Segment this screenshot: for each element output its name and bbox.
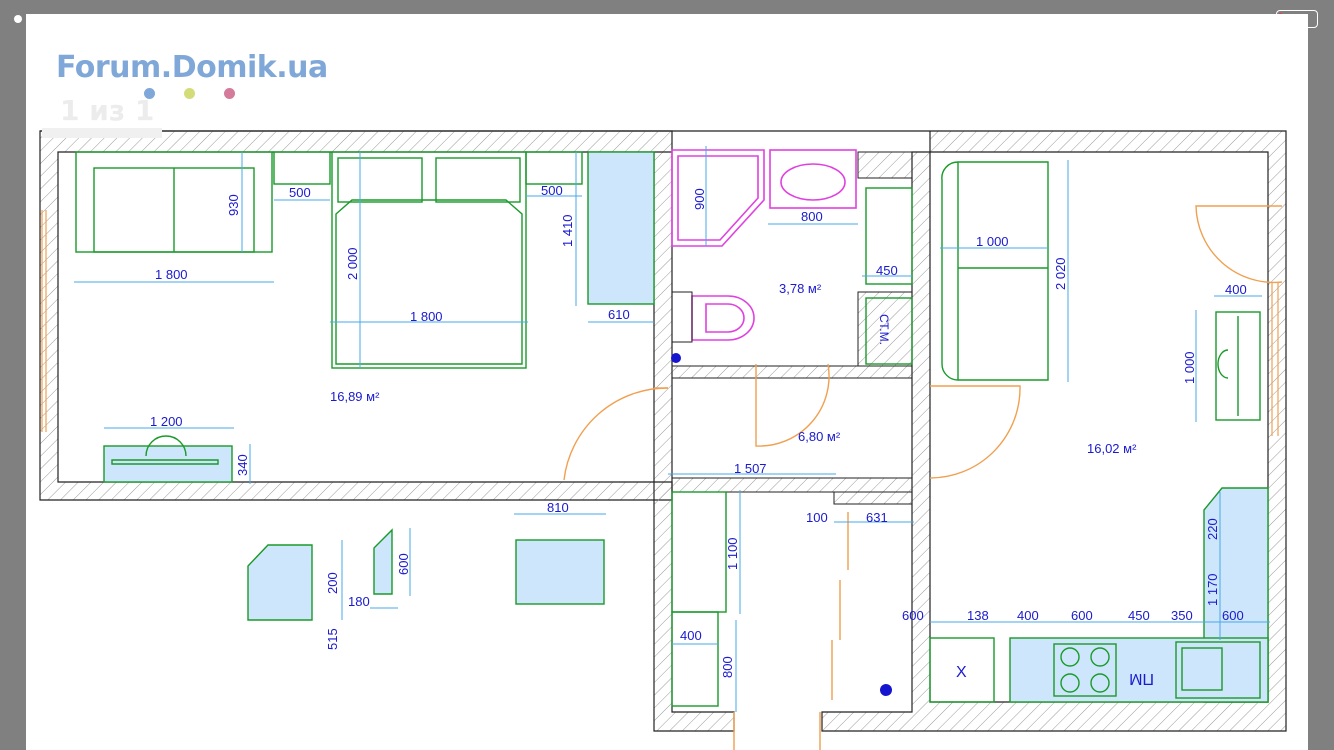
- dim-k400: 400: [1017, 608, 1039, 623]
- dim-100: 100: [806, 510, 828, 525]
- dim-200: 200: [325, 572, 340, 594]
- cooktop: [1053, 643, 1117, 697]
- riser-icon: [671, 353, 681, 363]
- room-area-living: 16,89 м²: [330, 389, 380, 404]
- dim-2020: 2 020: [1053, 257, 1068, 290]
- dim-800-basin: 800: [801, 209, 823, 224]
- status-dot-icon: [14, 15, 22, 23]
- wardrobe-small: [865, 297, 913, 365]
- dim-1507: 1 507: [734, 461, 767, 476]
- dim-600-small: 600: [396, 553, 411, 575]
- dim-1800-bed: 1 800: [410, 309, 443, 324]
- dim-900: 900: [692, 188, 707, 210]
- dim-400-hall: 400: [680, 628, 702, 643]
- kitchen-table: [1215, 311, 1261, 421]
- hall-cabinet: [671, 491, 727, 613]
- dim-631: 631: [866, 510, 888, 525]
- room-labels: 16,89 м² 3,78 м² 6,80 м² 16,02 м² СТ.М. …: [330, 281, 1154, 687]
- dim-2000: 2 000: [345, 247, 360, 280]
- dim-180: 180: [348, 594, 370, 609]
- dim-500-left: 500: [289, 185, 311, 200]
- washbasin: [769, 149, 857, 209]
- dim-450: 450: [876, 263, 898, 278]
- dim-400-table: 400: [1225, 282, 1247, 297]
- dim-500-right: 500: [541, 183, 563, 198]
- double-bed: [331, 151, 527, 369]
- shelf-left: [273, 151, 331, 185]
- windows: [41, 210, 1279, 436]
- shower-tray: [671, 149, 765, 247]
- dim-810: 810: [547, 500, 569, 515]
- dim-k600-a: 600: [902, 608, 924, 623]
- plumbing: [671, 149, 857, 341]
- pager-bar: [42, 128, 162, 138]
- riser-icon-2: [880, 684, 892, 696]
- dim-610: 610: [608, 307, 630, 322]
- dim-k600-b: 600: [1071, 608, 1093, 623]
- sink: [1175, 641, 1261, 699]
- dimension-labels: 930 500 1 800 2 000 1 800 500 1 410 610 …: [150, 183, 1247, 678]
- dim-1000-sofa: 1 000: [976, 234, 1009, 249]
- dim-1170: 1 170: [1205, 573, 1220, 606]
- walls: [39, 130, 1287, 732]
- dim-800-hall: 800: [720, 656, 735, 678]
- dimension-lines: [74, 146, 1270, 712]
- dim-1000-table: 1 000: [1182, 351, 1197, 384]
- room-area-bathroom: 3,78 м²: [779, 281, 822, 296]
- wardrobe-label: СТ.М.: [877, 314, 891, 345]
- fridge-label: Х: [956, 664, 967, 681]
- dim-930: 930: [226, 194, 241, 216]
- dim-1100: 1 100: [725, 537, 740, 570]
- dim-1200: 1 200: [150, 414, 183, 429]
- toilet: [691, 295, 755, 341]
- dim-k138: 138: [967, 608, 989, 623]
- room-area-hall: 6,80 м²: [798, 429, 841, 444]
- kitchen-counter: [1009, 637, 1269, 703]
- washer-label: ПМ: [1129, 670, 1154, 687]
- dim-k350: 350: [1171, 608, 1193, 623]
- dim-340: 340: [235, 454, 250, 476]
- furniture-extra: [247, 528, 605, 621]
- dim-1410: 1 410: [560, 214, 575, 247]
- page-counter: 1 из 1: [60, 94, 155, 127]
- dim-515: 515: [325, 628, 340, 650]
- dim-k450: 450: [1128, 608, 1150, 623]
- doors: [563, 205, 1283, 750]
- room-area-kitchen: 16,02 м²: [1087, 441, 1137, 456]
- forum-logo: Forum.Domik.ua: [56, 50, 328, 85]
- dim-220: 220: [1205, 518, 1220, 540]
- shelf-right: [525, 151, 583, 185]
- dim-1800-sofa: 1 800: [155, 267, 188, 282]
- wardrobe: [587, 151, 655, 305]
- fridge: [929, 637, 995, 703]
- dim-k600-c: 600: [1222, 608, 1244, 623]
